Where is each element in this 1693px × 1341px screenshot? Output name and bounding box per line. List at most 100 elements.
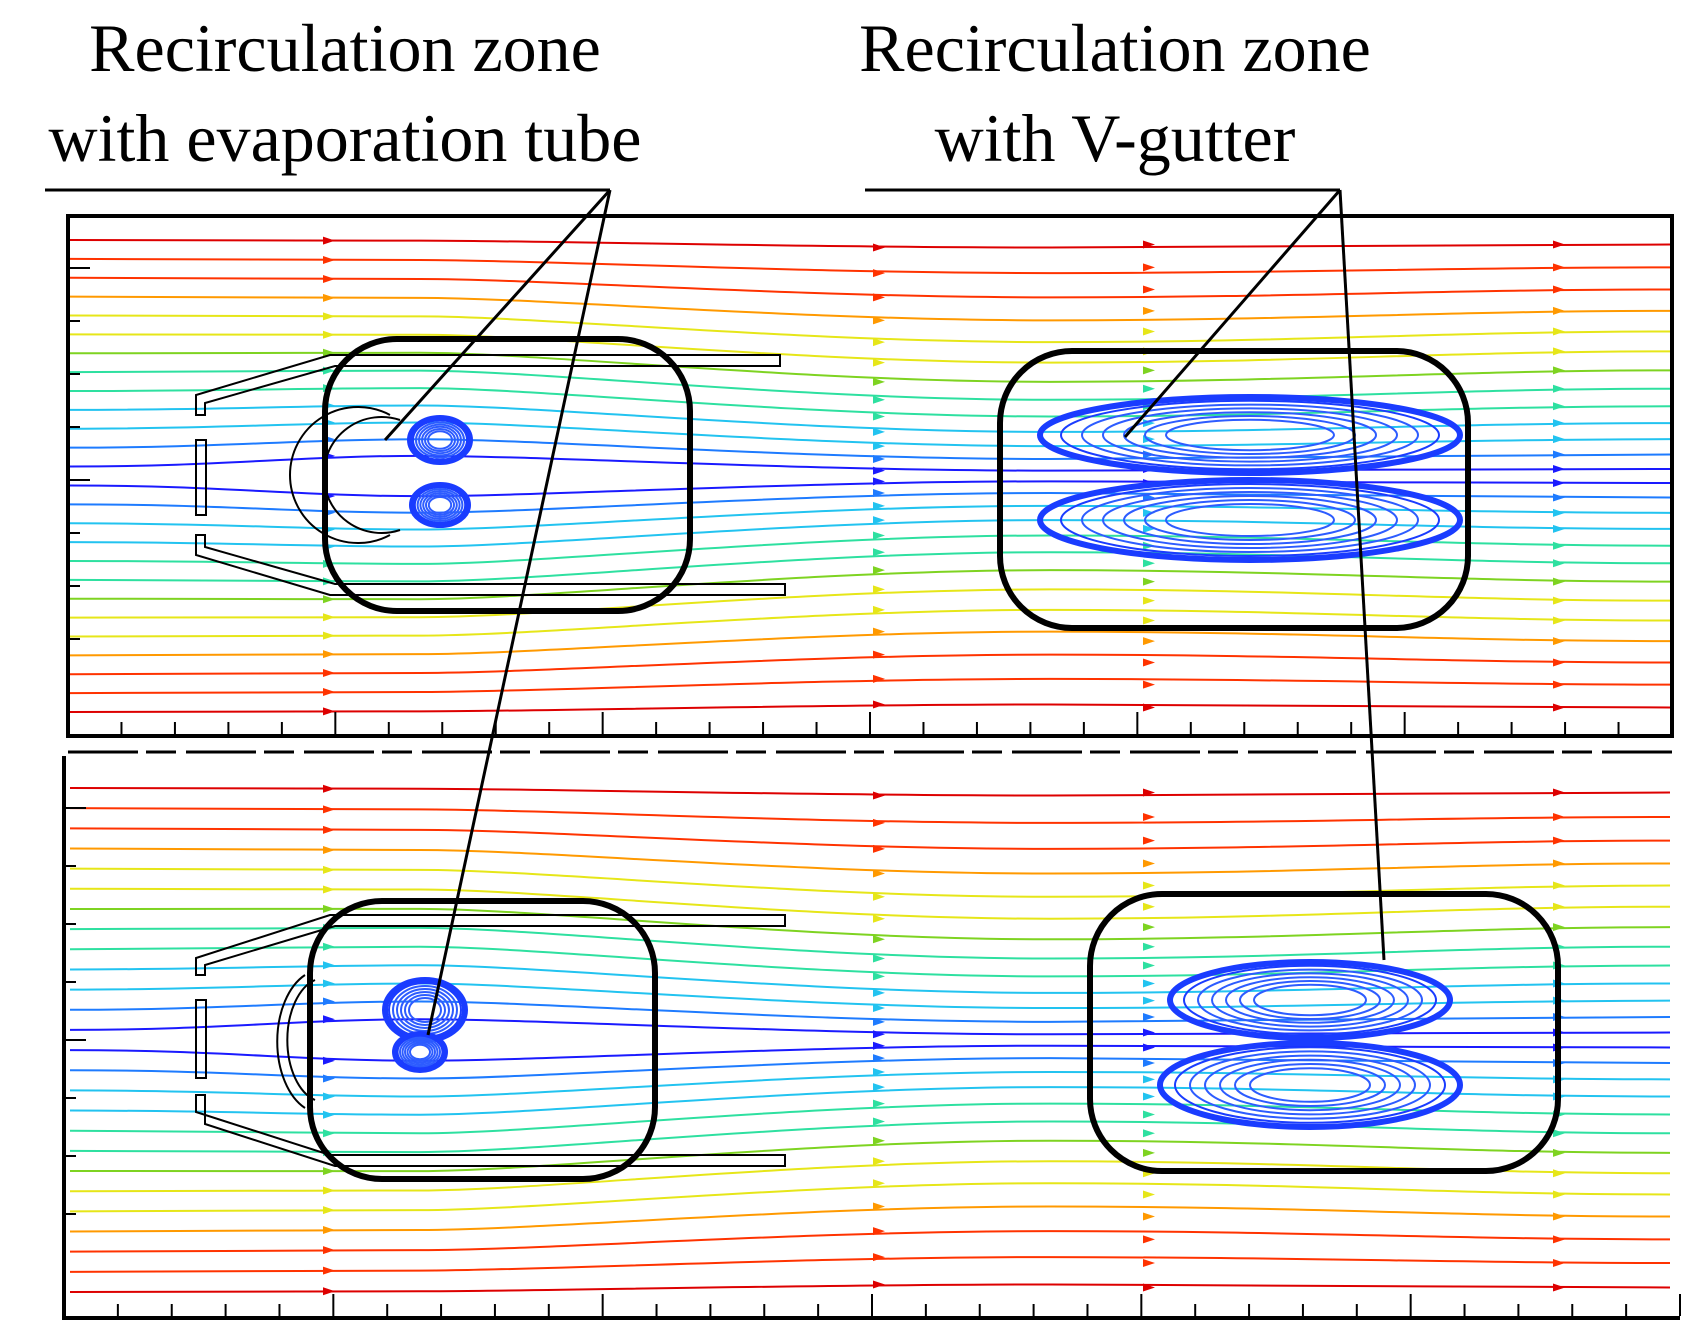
flow-arrow xyxy=(1143,859,1155,868)
flow-arrow xyxy=(323,1206,335,1215)
flow-arrow xyxy=(1553,366,1565,375)
recirculation-loop xyxy=(1144,415,1356,455)
flow-arrow xyxy=(873,791,885,800)
flow-arrow xyxy=(323,1074,335,1083)
recirculation-loop xyxy=(1174,1046,1446,1124)
flow-arrow xyxy=(873,338,885,347)
recirculation-loop xyxy=(1204,1054,1416,1116)
flow-arrow xyxy=(1143,1028,1155,1037)
streamline xyxy=(69,1182,1671,1213)
flow-arrow xyxy=(1143,1058,1155,1067)
flow-arrow xyxy=(873,988,885,997)
streamline xyxy=(69,1256,1671,1273)
flow-arrow xyxy=(873,1227,885,1236)
streamline xyxy=(69,369,1671,401)
flow-arrow xyxy=(1553,881,1565,890)
bottom-vgutter-zone-box xyxy=(1087,891,1561,1174)
flow-arrow xyxy=(1553,450,1565,459)
streamline xyxy=(69,827,1671,850)
recirculation-loop xyxy=(399,1036,441,1068)
bottom-panel xyxy=(62,756,1681,1320)
flow-arrow xyxy=(323,1287,335,1296)
flow-arrow xyxy=(323,846,335,855)
flow-arrow xyxy=(873,674,885,683)
flow-arrow xyxy=(1553,658,1565,667)
flow-arrow xyxy=(1143,813,1155,822)
flow-arrow xyxy=(873,700,885,709)
recirculation-loop xyxy=(1144,499,1356,541)
flow-arrow xyxy=(1553,1169,1565,1178)
recirculation-loop xyxy=(425,494,455,516)
recirculation-loop xyxy=(413,486,467,524)
streamline xyxy=(69,608,1671,638)
streamline xyxy=(69,907,1671,941)
flow-arrow xyxy=(1143,1110,1155,1119)
flow-arrow xyxy=(1553,637,1565,646)
flow-arrow xyxy=(1553,306,1565,315)
recirculation-loop xyxy=(1167,959,1453,1041)
flow-arrow xyxy=(873,650,885,659)
flow-arrow xyxy=(323,865,335,874)
flow-arrow xyxy=(323,904,335,913)
flow-arrow xyxy=(873,818,885,827)
flow-arrow xyxy=(323,1110,335,1119)
flow-arrow xyxy=(323,1056,335,1065)
evap-leader-top xyxy=(383,188,612,442)
streamline xyxy=(69,964,1671,994)
streamline xyxy=(69,1230,1671,1253)
top-streamlines xyxy=(69,236,1671,716)
flow-arrow xyxy=(1553,263,1565,272)
flow-arrow xyxy=(1553,465,1565,474)
flow-arrow xyxy=(323,348,335,357)
top-axis-ticks xyxy=(67,267,1620,734)
top-evaporation-tube-outline xyxy=(195,354,786,596)
flow-arrow xyxy=(873,1004,885,1013)
streamline xyxy=(69,807,1671,824)
streamline xyxy=(69,387,1671,418)
flow-arrow xyxy=(323,1015,335,1024)
streamline xyxy=(69,519,1671,548)
flow-arrow xyxy=(1553,1283,1565,1292)
flow-arrow xyxy=(323,961,335,970)
flow-arrow xyxy=(873,377,885,386)
streamline xyxy=(69,1160,1671,1193)
flow-arrow xyxy=(1143,508,1155,517)
flow-arrow xyxy=(1143,1043,1155,1052)
flow-arrow xyxy=(1553,616,1565,625)
flow-arrow xyxy=(1553,1129,1565,1138)
flow-arrow xyxy=(1553,402,1565,411)
flow-arrow xyxy=(1553,1235,1565,1244)
recirculation-loop xyxy=(1037,394,1463,476)
recirculation-loop xyxy=(1157,1040,1463,1130)
flow-arrow xyxy=(1553,1212,1565,1221)
recirculation-loop xyxy=(1081,487,1419,553)
recirculation-loop xyxy=(1165,418,1335,452)
streamline xyxy=(69,1139,1671,1173)
flow-arrow xyxy=(323,595,335,604)
flow-arrow xyxy=(873,972,885,981)
flow-arrow xyxy=(873,605,885,614)
flow-arrow xyxy=(1553,240,1565,249)
flow-arrow xyxy=(873,477,885,486)
flow-arrow xyxy=(873,427,885,436)
streamline xyxy=(69,295,1671,322)
recirculation-loop xyxy=(419,490,461,520)
flow-arrow xyxy=(1143,788,1155,797)
flow-arrow xyxy=(1553,859,1565,868)
flow-arrow xyxy=(1143,616,1155,625)
flow-arrow xyxy=(1143,979,1155,988)
streamline xyxy=(69,1086,1671,1116)
flow-arrow xyxy=(873,892,885,901)
recirculation-loop xyxy=(400,991,450,1029)
streamline xyxy=(69,982,1671,1010)
flow-arrow xyxy=(323,1186,335,1195)
recirculation-loop xyxy=(1225,976,1395,1024)
streamline xyxy=(69,653,1671,676)
flow-arrow xyxy=(323,997,335,1006)
streamline xyxy=(69,926,1671,960)
flow-arrow xyxy=(1553,923,1565,932)
flow-arrow xyxy=(323,1092,335,1101)
streamline xyxy=(69,588,1671,619)
